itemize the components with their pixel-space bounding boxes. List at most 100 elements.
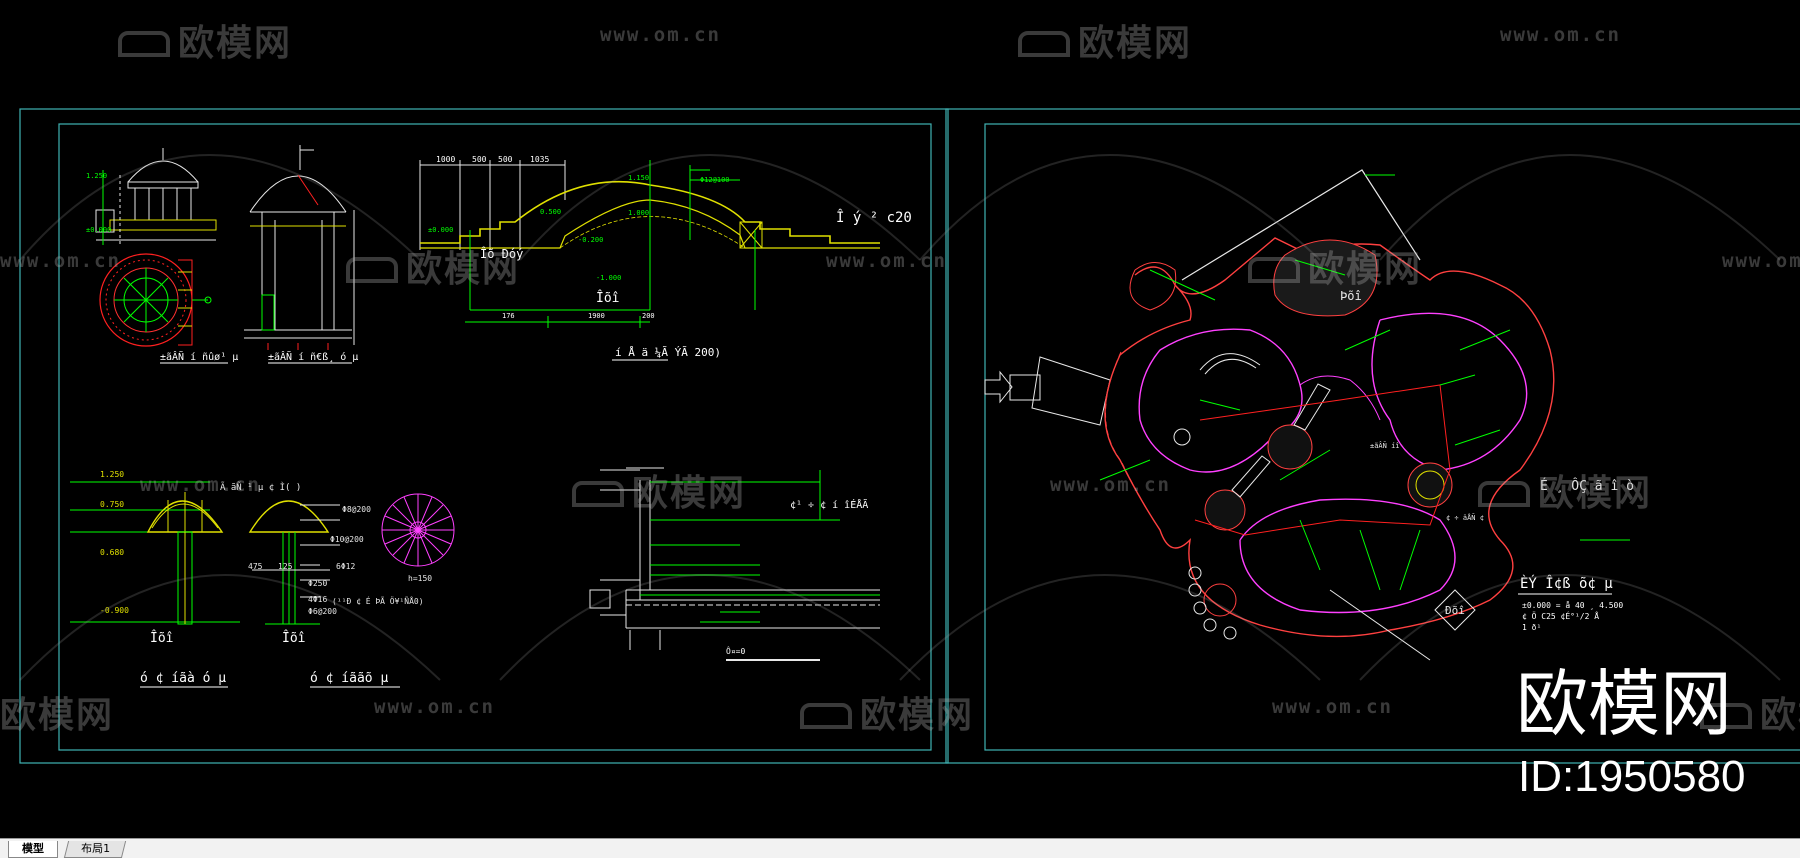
watermark-brand: 欧模网 bbox=[800, 686, 974, 738]
umbrella-level-1: 0.750 bbox=[100, 500, 124, 509]
sofa-logo-icon bbox=[800, 703, 852, 729]
bridge-level-4: -1.000 bbox=[596, 274, 621, 282]
site-label-pool: Þõî bbox=[1340, 289, 1362, 303]
bridge-dim-3: 1035 bbox=[530, 155, 549, 164]
watermark-url: www.om.cn bbox=[1272, 696, 1393, 718]
bridge-caption: í Å ä ¼Ã ÝÃ 200) bbox=[615, 346, 721, 359]
watermark-url: www.om.cn bbox=[1722, 250, 1800, 272]
watermark-brand-text: 欧模网 bbox=[406, 249, 521, 290]
watermark-brand: 欧模网 bbox=[1248, 240, 1422, 292]
watermark-url: www.om.cn bbox=[1500, 24, 1621, 46]
bridge-level-3: -0.200 bbox=[578, 236, 603, 244]
bridge-label-ii: Îõî bbox=[596, 290, 619, 306]
site-label-pavilion: É ¸ ÔÇ ã î ò bbox=[1540, 478, 1634, 494]
right-sheet-inner-frame bbox=[984, 123, 1800, 751]
sofa-logo-icon bbox=[118, 31, 170, 57]
left-sheet-inner-frame bbox=[58, 123, 932, 751]
bridge-dim-bottom-2: 1900 bbox=[588, 312, 605, 320]
left-sheet-outer-frame bbox=[19, 108, 949, 764]
brand-overlay-name: 欧模网 bbox=[1516, 662, 1733, 746]
right-sheet-outer-frame bbox=[945, 108, 1800, 764]
bridge-level-0: 0.500 bbox=[540, 208, 561, 216]
umbrella-section bbox=[248, 500, 340, 625]
bridge-dim-bottom-3: 200 bbox=[642, 312, 655, 320]
bridge-level-1: 1.150 bbox=[628, 174, 649, 182]
sofa-logo-icon bbox=[1248, 257, 1300, 283]
pavilion-section bbox=[244, 145, 355, 350]
sofa-logo-icon bbox=[346, 257, 398, 283]
umbrella-level-3: -0.900 bbox=[100, 606, 129, 615]
watermark-brand: 欧模网 bbox=[572, 464, 746, 516]
umbrella-rebar-4: Φ250 bbox=[308, 579, 327, 588]
site-label-stone: Ðõî bbox=[1445, 604, 1465, 617]
watermark-brand: 欧模网 bbox=[346, 240, 520, 292]
bridge-label-tu: Îõ Ðóý bbox=[480, 246, 523, 261]
bridge-material-note: Î ý ² c20 bbox=[836, 208, 912, 226]
site-note-3: 1 ð¹ bbox=[1522, 623, 1541, 632]
sofa-logo-icon bbox=[572, 481, 624, 507]
watermark-brand: 欧模网 bbox=[1018, 14, 1192, 66]
umbrella-label-1: Îõî bbox=[150, 630, 173, 646]
sofa-logo-icon bbox=[1018, 31, 1070, 57]
umbrella-caption-2: ó ¢ íããõ µ bbox=[310, 671, 388, 686]
watermark-brand-text: 欧模网 bbox=[1078, 23, 1193, 64]
cad-model-space[interactable]: ±0.000 1.250 ±ãÂÑ í ñûø¹ µ bbox=[0, 0, 1800, 838]
brand-overlay-id: ID:1950580 bbox=[1518, 752, 1746, 801]
site-plan-title: ÈÝ Î¢ß õ¢ µ bbox=[1520, 574, 1613, 592]
umbrella-dim-1: 125 bbox=[278, 562, 293, 571]
watermark-url: www.om.cn bbox=[374, 696, 495, 718]
watermark-url: www.om.cn bbox=[1050, 474, 1171, 496]
umbrella-h-label: h=150 bbox=[408, 574, 432, 583]
umbrella-level-0: 1.250 bbox=[100, 470, 124, 479]
watermark-brand-text: 欧模网 bbox=[1538, 473, 1653, 514]
umbrella-dim-0: 475 bbox=[248, 562, 263, 571]
bridge-dim-1: 500 bbox=[472, 155, 487, 164]
bridge-rebar-note: Φ12@100 bbox=[700, 176, 730, 184]
watermark-brand: 欧模网 bbox=[0, 686, 114, 738]
tab-layout-1[interactable]: 布局1 bbox=[63, 841, 127, 858]
watermark-brand-text: 欧模网 bbox=[632, 473, 747, 514]
sofa-logo-icon bbox=[1478, 481, 1530, 507]
pavilion-caption-1: ±ãÂÑ í ñûø¹ µ bbox=[160, 350, 238, 363]
pavilion-level-0: ±0.000 bbox=[86, 226, 111, 234]
pavilion-caption-2: ±ãÂÑ í ñ€ß¸ ó µ bbox=[268, 350, 358, 363]
umbrella-caption-1: ó ¢ íãà ó µ bbox=[140, 671, 226, 686]
watermark-brand-text: 欧模网 bbox=[1760, 695, 1800, 736]
bridge-level-5: ±0.000 bbox=[428, 226, 453, 234]
arch-bridge-elevation: 1000 500 500 1035 bbox=[419, 155, 880, 328]
watermark-brand-text: 欧模网 bbox=[178, 23, 293, 64]
umbrella-plan bbox=[381, 493, 455, 567]
umbrella-elevation bbox=[70, 481, 240, 625]
pavilion-plan bbox=[99, 253, 212, 347]
watermark-brand-text: 欧模网 bbox=[1308, 249, 1423, 290]
watermark-url: www.om.cn bbox=[0, 250, 121, 272]
watermark-brand-text: 欧模网 bbox=[860, 695, 975, 736]
watermark-brand-text: 欧模网 bbox=[0, 695, 115, 736]
pavilion-elevation: ±0.000 1.250 bbox=[86, 148, 217, 245]
wall-section-note: ¢¹ ÷ ¢ í îÉÅÃ bbox=[790, 498, 868, 511]
site-plan bbox=[984, 169, 1630, 661]
wall-section-scale: Ô¤=0 bbox=[726, 645, 745, 656]
umbrella-note-a: Ã ãÑ ¹ µ ¢ Ì( ) bbox=[220, 481, 301, 493]
tab-model[interactable]: 模型 bbox=[8, 841, 58, 858]
umbrella-rebar-2: Φ10@200 bbox=[330, 535, 364, 544]
umbrella-rebar-5: 4Φ16 bbox=[308, 595, 327, 604]
umbrella-level-2: 0.680 bbox=[100, 548, 124, 557]
pavilion-level-1: 1.250 bbox=[86, 172, 107, 180]
sheet-frames bbox=[19, 108, 1800, 764]
watermark-brand: 欧模网 bbox=[118, 14, 292, 66]
umbrella-note-b: (¹¹Ð ¢ É ÞÃ Ö¥¹ÑÅ0) bbox=[332, 595, 424, 606]
layout-tab-bar: 模型 布局1 bbox=[0, 838, 1800, 858]
umbrella-rebar-1: Φ8@200 bbox=[342, 505, 371, 514]
watermark-arcs bbox=[19, 154, 1781, 681]
watermark-brand: 欧模网 bbox=[1700, 686, 1800, 738]
watermark-url: www.om.cn bbox=[140, 474, 261, 496]
umbrella-rebar-3: 6Φ12 bbox=[336, 562, 355, 571]
watermark-brand: 欧模网 bbox=[1478, 464, 1652, 516]
watermark-url: www.om.cn bbox=[600, 24, 721, 46]
bridge-dim-bottom-1: 176 bbox=[502, 312, 515, 320]
bridge-dim-0: 1000 bbox=[436, 155, 455, 164]
sofa-logo-icon bbox=[1700, 703, 1752, 729]
bridge-dim-2: 500 bbox=[498, 155, 513, 164]
